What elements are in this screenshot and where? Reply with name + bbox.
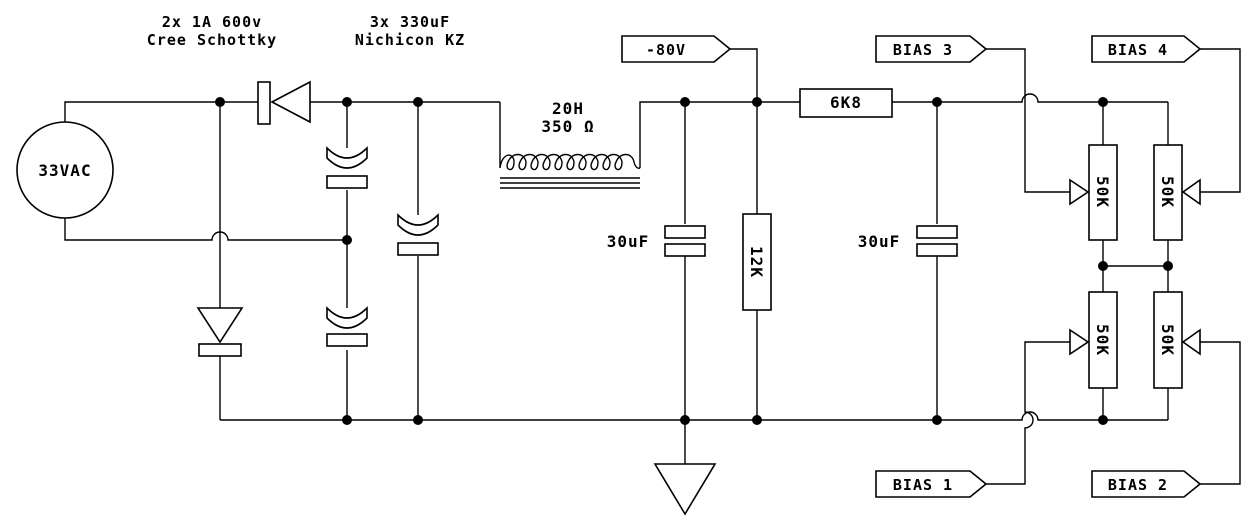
diode-label-line1: 2x 1A 600v bbox=[162, 13, 262, 31]
pot-bottom-right bbox=[1153, 291, 1201, 389]
tag-bias-2: BIAS 2 bbox=[1091, 470, 1202, 498]
cap2-label: 30uF bbox=[858, 232, 901, 251]
cap-30uf-2 bbox=[916, 225, 958, 257]
cap-30uf-1 bbox=[664, 225, 706, 257]
schottky-diode-bottom bbox=[196, 307, 244, 357]
pot-top-right bbox=[1153, 144, 1201, 241]
bias2-label: BIAS 2 bbox=[1108, 476, 1168, 494]
schottky-diode-top bbox=[257, 80, 311, 125]
cap-330uf-middle bbox=[397, 213, 439, 256]
pot1-label: 50K bbox=[1093, 176, 1112, 208]
pot4-label: 50K bbox=[1158, 324, 1177, 356]
pot3-label: 50K bbox=[1093, 324, 1112, 356]
tag-bias-3: BIAS 3 bbox=[875, 35, 988, 63]
ac-source: 33VAC bbox=[16, 121, 114, 219]
tag-bias-1: BIAS 1 bbox=[875, 470, 988, 498]
tag-neg-80v: -80V bbox=[621, 35, 732, 63]
cap-330uf-bottom bbox=[326, 306, 368, 347]
junction-dots bbox=[215, 97, 1173, 425]
bias1-label: BIAS 1 bbox=[893, 476, 953, 494]
r-bleed-label: 12K bbox=[747, 246, 766, 278]
source-label: 33VAC bbox=[38, 161, 91, 180]
pot-bottom-left bbox=[1069, 291, 1118, 389]
resistor-6k8 bbox=[799, 88, 893, 118]
choke-inductor bbox=[499, 102, 641, 189]
cap-label-line2: Nichicon KZ bbox=[355, 31, 465, 49]
resistor-12k bbox=[742, 213, 772, 311]
bias3-label: BIAS 3 bbox=[893, 41, 953, 59]
bias4-label: BIAS 4 bbox=[1108, 41, 1168, 59]
r-series-label: 6K8 bbox=[830, 93, 862, 112]
pot-top-left bbox=[1069, 144, 1118, 241]
cap-label-line1: 3x 330uF bbox=[370, 13, 450, 31]
neg-rail-label: -80V bbox=[646, 41, 686, 59]
diode-label-line2: Cree Schottky bbox=[147, 31, 277, 49]
choke-label-line1: 20H bbox=[552, 99, 584, 118]
wires bbox=[64, 48, 1241, 485]
cap-330uf-top bbox=[326, 146, 368, 189]
pot2-label: 50K bbox=[1158, 176, 1177, 208]
ground-symbol bbox=[653, 463, 717, 516]
tag-bias-4: BIAS 4 bbox=[1091, 35, 1202, 63]
choke-label-line2: 350 Ω bbox=[541, 117, 594, 136]
cap1-label: 30uF bbox=[607, 232, 650, 251]
